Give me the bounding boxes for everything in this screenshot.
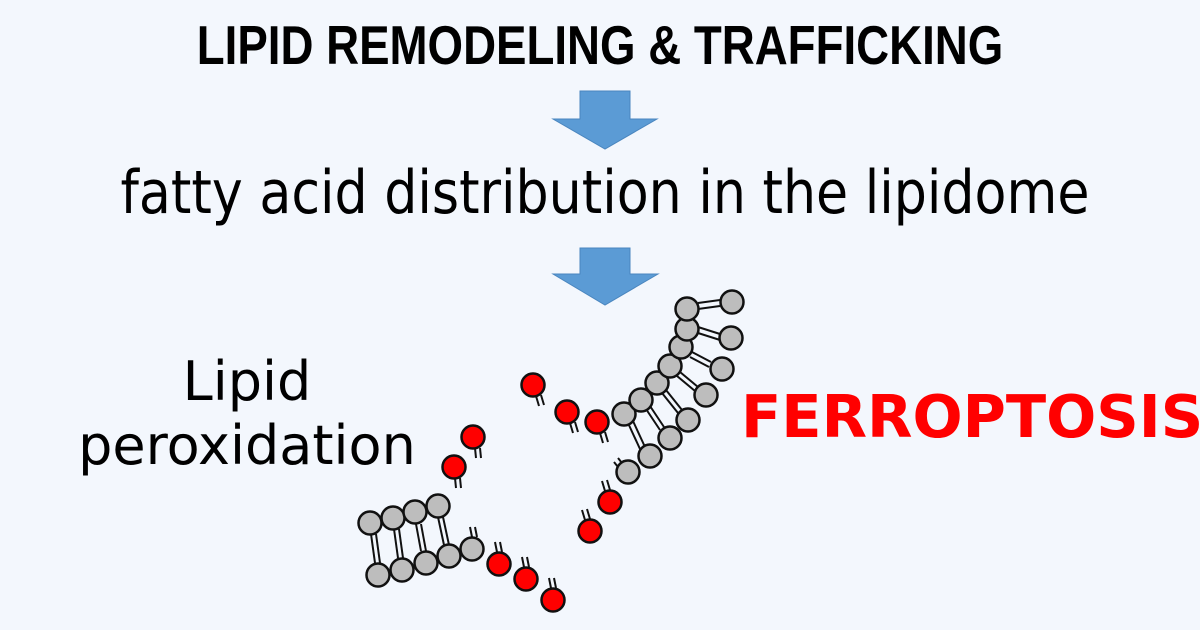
lipid-head-gray — [402, 499, 428, 525]
lipid-head-gray — [615, 459, 641, 485]
lipid-head-red — [597, 489, 623, 515]
diagram-title: LIPID REMODELING & TRAFFICKING — [196, 14, 1004, 76]
lipid-head-red — [441, 454, 467, 480]
lipid-head-red — [584, 409, 610, 435]
lipid-head-gray — [657, 425, 683, 451]
lipid-head-red — [520, 372, 546, 398]
lipid-head-gray — [389, 557, 415, 583]
lipid-head-red — [540, 587, 566, 613]
lipid-head-gray — [628, 387, 654, 413]
lipid-peroxidation-line1: Lipid — [182, 350, 312, 413]
lipid-head-gray — [674, 296, 700, 322]
lipid-head-gray — [657, 353, 683, 379]
down-arrow-icon — [551, 247, 660, 306]
lipid-bilayer-lower-left — [357, 493, 566, 613]
lipid-head-red — [554, 399, 580, 425]
lipid-head-gray — [436, 543, 462, 569]
lipid-bilayer-upper-right — [611, 289, 745, 485]
lipid-head-gray — [693, 382, 719, 408]
lipid-head-gray — [459, 536, 485, 562]
lipid-head-gray — [611, 401, 637, 427]
lipid-head-gray — [413, 550, 439, 576]
lipid-head-gray — [425, 493, 451, 519]
free-oxidized-lipids — [441, 372, 623, 544]
lipid-head-gray — [709, 356, 735, 382]
lipid-head-gray — [380, 505, 406, 531]
lipid-head-gray — [644, 370, 670, 396]
lipid-head-gray — [357, 510, 383, 536]
lipid-peroxidation-label: Lipid peroxidation — [77, 350, 417, 477]
lipid-peroxidation-line2: peroxidation — [78, 413, 416, 477]
lipid-head-gray — [719, 289, 745, 315]
down-arrow-icon — [551, 90, 659, 150]
lipid-head-red — [577, 518, 603, 544]
lipid-head-red — [460, 424, 486, 450]
lipid-head-gray — [675, 407, 701, 433]
lipid-head-gray — [718, 325, 744, 351]
lipid-head-red — [486, 551, 512, 577]
lipid-head-red — [513, 566, 539, 592]
ferroptosis-label: FERROPTOSIS — [741, 382, 1200, 451]
fatty-acid-distribution-label: fatty acid distribution in the lipidome — [120, 158, 1090, 228]
lipid-head-gray — [365, 562, 391, 588]
lipid-head-gray — [637, 443, 663, 469]
